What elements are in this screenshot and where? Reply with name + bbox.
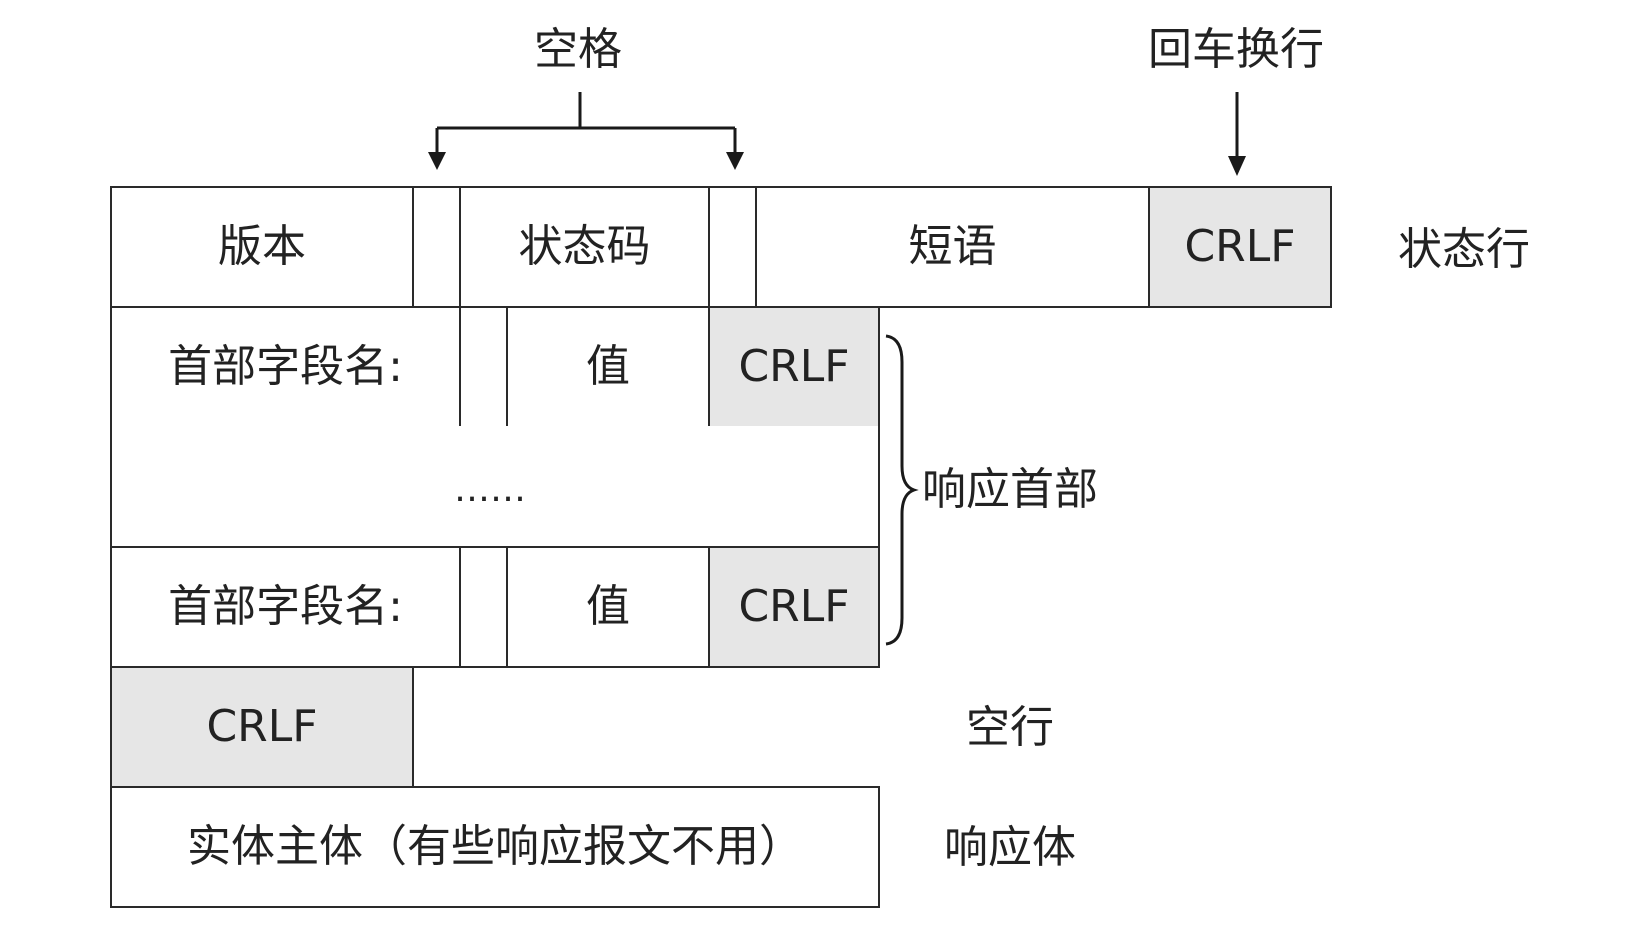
header-value-text: 值 bbox=[586, 341, 630, 392]
header-field-name-text: 首部字段名: bbox=[168, 581, 403, 632]
header-value-text: 值 bbox=[586, 581, 630, 632]
header-space-cell bbox=[459, 306, 508, 428]
header-field-name-text: 首部字段名: bbox=[168, 341, 403, 392]
header-value-cell bbox=[506, 546, 710, 668]
header-crlf-cell bbox=[708, 306, 880, 428]
space-cell-1 bbox=[412, 186, 461, 308]
header-crlf-text: CRLF bbox=[738, 581, 850, 632]
ellipsis-text: …… bbox=[454, 469, 526, 510]
header-crlf-cell bbox=[708, 546, 880, 668]
version-text: 版本 bbox=[218, 221, 306, 272]
entity-body-text: 实体主体（有些响应报文不用） bbox=[187, 821, 803, 872]
blank-line-label: 空行 bbox=[966, 702, 1054, 753]
blank-line-crlf-cell bbox=[110, 666, 414, 788]
ellipsis-row bbox=[110, 426, 880, 548]
phrase-cell bbox=[755, 186, 1150, 308]
space-right-arrowhead bbox=[726, 152, 744, 170]
status-line-label: 状态行 bbox=[1398, 224, 1530, 275]
header-value-cell bbox=[506, 306, 710, 428]
phrase-text: 短语 bbox=[908, 221, 997, 272]
entity-body-cell bbox=[110, 786, 880, 908]
response-headers-brace bbox=[885, 334, 919, 646]
status-code-text: 状态码 bbox=[518, 221, 651, 272]
space-cell-2 bbox=[708, 186, 757, 308]
response-body-label: 响应体 bbox=[944, 822, 1076, 873]
space-left-arrowhead bbox=[428, 152, 446, 170]
header-space-cell bbox=[459, 546, 508, 668]
crlf-arrowhead bbox=[1228, 156, 1246, 176]
response-headers-label: 响应首部 bbox=[922, 464, 1098, 515]
blank-line-crlf-text: CRLF bbox=[206, 701, 318, 752]
status-crlf-cell bbox=[1148, 186, 1332, 308]
status-crlf-text: CRLF bbox=[1184, 221, 1296, 272]
space-label: 空格 bbox=[534, 24, 622, 75]
crlf-top-label: 回车换行 bbox=[1148, 24, 1324, 75]
header-field-name-cell bbox=[110, 546, 461, 668]
header-crlf-text: CRLF bbox=[738, 341, 850, 392]
